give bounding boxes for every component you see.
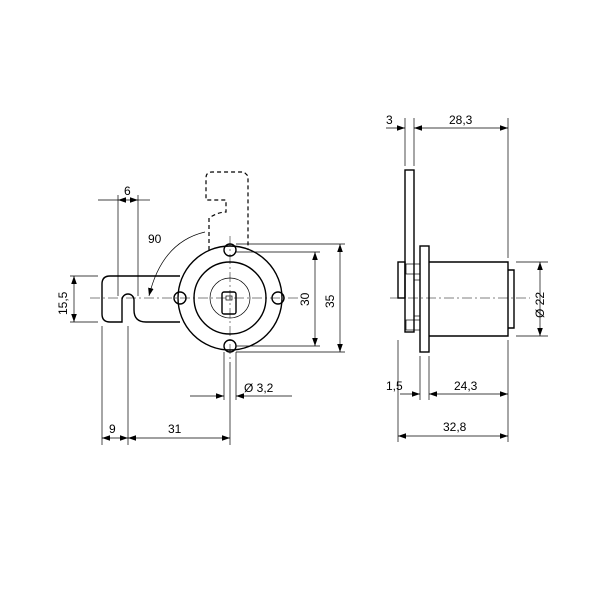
bracket-piece	[405, 263, 421, 275]
cam-arm	[101, 275, 180, 323]
bracket-top	[397, 261, 406, 299]
label-slot-offset: 9	[109, 422, 116, 436]
label-rotation-angle: 90	[148, 232, 162, 246]
label-cylinder-diameter: Ø 22	[533, 292, 547, 318]
flange-side	[419, 245, 430, 353]
label-cam-to-center: 31	[168, 422, 182, 436]
rotation-arc	[148, 231, 206, 297]
label-plate-offset: 1,5	[386, 379, 403, 393]
bracket-piece-bottom	[405, 319, 421, 331]
side-view: 3 28,3 Ø 22 1,5 24,3 32,8	[386, 113, 548, 442]
label-overall-length: 32,8	[443, 420, 467, 434]
cylinder-body	[429, 261, 509, 337]
label-cylinder-length: 24,3	[454, 379, 478, 393]
label-hole-spacing: 30	[298, 292, 312, 306]
label-cam-slot-width: 6	[124, 184, 131, 198]
cam-plate	[404, 169, 415, 333]
label-flange-thickness: 3	[386, 113, 393, 127]
cylinder-end	[508, 269, 515, 329]
front-view: 6 90 15,5 30 35 Ø 3,2 9 31	[56, 171, 345, 445]
label-flange-diameter: 35	[323, 294, 337, 308]
label-cam-height: 15,5	[56, 291, 70, 315]
label-screw-hole-diameter: Ø 3,2	[244, 381, 274, 395]
label-body-length: 28,3	[449, 113, 473, 127]
cam-rotated-outline	[205, 171, 249, 250]
key-slot	[221, 291, 237, 315]
